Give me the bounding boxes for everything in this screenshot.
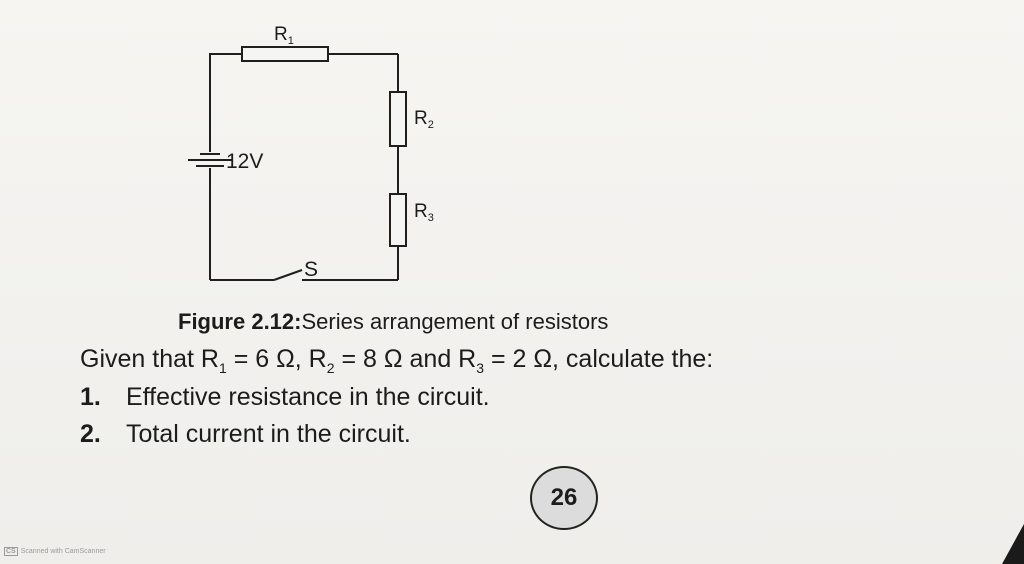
switch-label: S xyxy=(304,258,318,281)
r3-label: R3 xyxy=(414,201,434,224)
page-number-badge: 26 xyxy=(530,466,598,530)
task-text: Effective resistance in the circuit. xyxy=(126,383,490,411)
page-corner-shadow xyxy=(1002,524,1024,564)
task-item: 1. Effective resistance in the circuit. xyxy=(80,383,490,412)
resistor-r1 xyxy=(241,46,329,62)
battery-label: 12V xyxy=(226,150,263,173)
task-text: Total current in the circuit. xyxy=(126,420,411,448)
question-text: Given that R1 = 6 Ω, R2 = 8 Ω and R3 = 2… xyxy=(80,345,714,376)
top-wire xyxy=(209,53,242,152)
figure-caption-text: Series arrangement of resistors xyxy=(301,309,609,334)
scanner-logo: CS xyxy=(4,547,18,556)
figure-caption-prefix: Figure 2.12: xyxy=(178,309,302,334)
resistor-r2 xyxy=(389,91,407,147)
task-item: 2. Total current in the circuit. xyxy=(80,420,411,449)
r2-label: R2 xyxy=(414,108,434,131)
resistor-r3 xyxy=(389,193,407,247)
task-number: 1. xyxy=(80,383,101,411)
scanner-text: Scanned with CamScanner xyxy=(20,548,106,555)
task-number: 2. xyxy=(80,420,101,448)
r1-label: R1 xyxy=(274,24,294,47)
figure-caption: Figure 2.12:Series arrangement of resist… xyxy=(178,309,608,335)
switch-blade xyxy=(273,269,303,281)
page-number: 26 xyxy=(550,484,578,511)
